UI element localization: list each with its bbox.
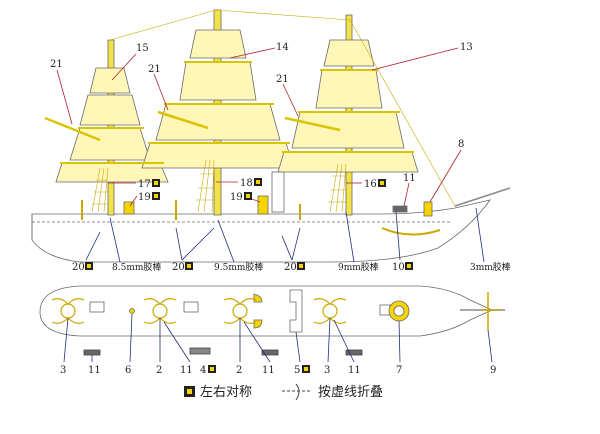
side-leaders-blue bbox=[85, 207, 485, 263]
rigging bbox=[91, 9, 456, 213]
callout-10: 10 bbox=[392, 262, 405, 273]
callout-2-b: 2 bbox=[236, 365, 242, 376]
deck-cabin-19a bbox=[123, 201, 135, 215]
callout-20-mizzen: 20 bbox=[284, 262, 297, 273]
dowel-8-5mm: 8.5mm胶棒 bbox=[112, 261, 161, 273]
callout-21-main: 21 bbox=[148, 64, 161, 75]
callout-11-top: 11 bbox=[403, 173, 416, 184]
callout-9: 9 bbox=[490, 365, 496, 376]
callout-18: 18 bbox=[240, 178, 253, 189]
top-view bbox=[39, 285, 505, 356]
callout-7: 7 bbox=[396, 365, 402, 376]
callout-19-fore: 19 bbox=[138, 192, 151, 203]
callout-19-main: 19 bbox=[230, 192, 243, 203]
funnel bbox=[271, 171, 285, 213]
hull-side bbox=[31, 199, 491, 263]
bowsprit bbox=[454, 187, 511, 207]
callout-21-fore: 21 bbox=[50, 59, 63, 70]
callout-20-fore: 20 bbox=[72, 262, 85, 273]
callout-11-c: 11 bbox=[262, 365, 275, 376]
dowel-3mm: 3mm胶棒 bbox=[470, 261, 511, 273]
mast-rings bbox=[51, 298, 347, 324]
callout-4: 4 bbox=[200, 365, 206, 376]
callout-6: 6 bbox=[125, 365, 131, 376]
callout-11-b: 11 bbox=[180, 365, 193, 376]
callout-11-a: 11 bbox=[88, 365, 101, 376]
hatch-b bbox=[183, 301, 199, 313]
callout-21-mizzen: 21 bbox=[276, 74, 289, 85]
yards bbox=[60, 61, 414, 164]
cannon-11 bbox=[392, 205, 408, 213]
spars-21 bbox=[44, 110, 341, 142]
top-leaders bbox=[63, 313, 493, 363]
callout-5: 5 bbox=[294, 365, 300, 376]
callout-16: 16 bbox=[364, 179, 377, 190]
dowel-9-5mm: 9.5mm胶棒 bbox=[214, 261, 263, 273]
callout-3-fore: 3 bbox=[60, 365, 66, 376]
callout-3-mizzen: 3 bbox=[324, 365, 330, 376]
deck-cabin-19b bbox=[257, 195, 269, 215]
top-callouts: 3 11 6 2 11 4 2 11 5 3 11 7 9 bbox=[60, 365, 496, 376]
dowel-9mm: 9mm胶棒 bbox=[338, 261, 379, 273]
hatch-c bbox=[379, 304, 391, 316]
fitting-6 bbox=[129, 308, 135, 314]
top-cannons bbox=[83, 347, 363, 356]
legend-fold: 按虚线折叠 bbox=[318, 385, 383, 400]
callout-14: 14 bbox=[276, 42, 289, 53]
side-view bbox=[31, 9, 511, 263]
callout-11-d: 11 bbox=[348, 365, 361, 376]
callout-2-a: 2 bbox=[156, 365, 162, 376]
legend-symmetric: 左右对称 bbox=[200, 385, 252, 400]
symmetric-symbol-icon bbox=[184, 386, 195, 397]
callout-15: 15 bbox=[136, 43, 149, 54]
bow-item-8 bbox=[423, 201, 433, 217]
main-sails bbox=[141, 29, 295, 169]
side-callouts: 15 14 13 21 21 21 8 11 17 18 16 19 19 20… bbox=[50, 42, 511, 273]
callout-8: 8 bbox=[458, 139, 464, 150]
mizzen-sails bbox=[277, 39, 419, 173]
side-leaders bbox=[56, 47, 462, 207]
hatch-a bbox=[89, 301, 105, 313]
stand-post-a bbox=[81, 200, 301, 220]
legend: 左右对称 按虚线折叠 bbox=[184, 383, 383, 401]
callout-17: 17 bbox=[138, 179, 151, 190]
funnel-top bbox=[289, 289, 303, 333]
callout-20-main: 20 bbox=[172, 262, 185, 273]
hull-top bbox=[39, 285, 493, 337]
anchor-chain bbox=[381, 227, 441, 236]
capstan-7-inner bbox=[393, 305, 405, 317]
fold-line-icon bbox=[282, 383, 310, 401]
callout-13: 13 bbox=[460, 42, 473, 53]
